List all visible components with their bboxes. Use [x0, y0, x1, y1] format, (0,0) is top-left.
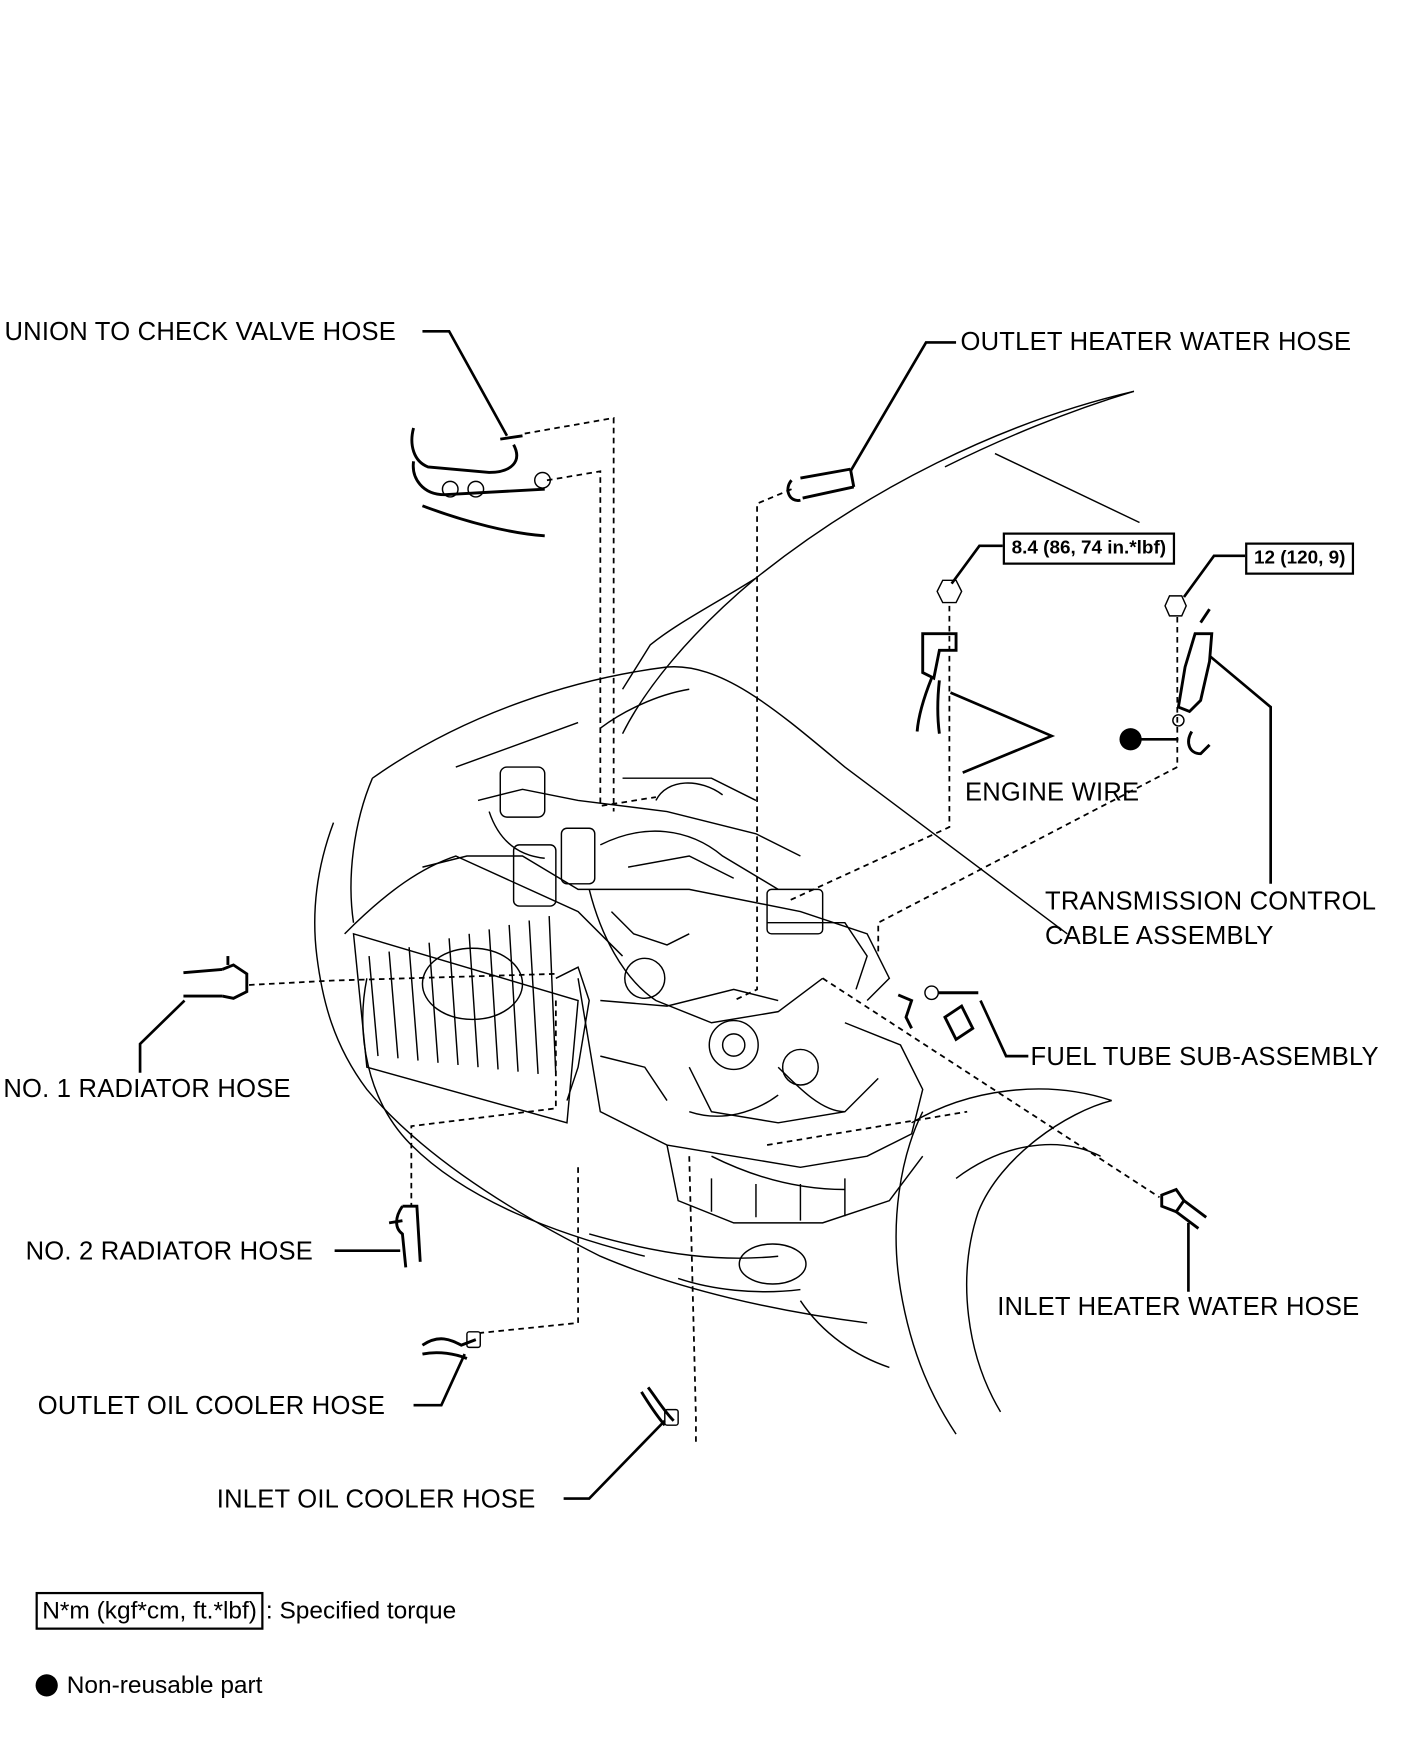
hex-nut-icon — [1164, 595, 1187, 617]
filled-circle-icon — [35, 1674, 58, 1697]
label-no2-radiator-hose: NO. 2 RADIATOR HOSE — [25, 1236, 314, 1266]
hex-nut-icon — [936, 579, 963, 604]
legend-non-reusable: Non-reusable part — [35, 1670, 263, 1700]
inlet-oil-cooler-hose-part — [640, 1386, 679, 1427]
union-check-valve-hose-part — [410, 427, 552, 538]
outlet-oil-cooler-hose-part — [421, 1331, 481, 1360]
inlet-heater-water-hose-part — [1160, 1187, 1208, 1230]
engine-wire-part — [915, 579, 963, 734]
leader-lines — [138, 329, 1273, 1500]
label-outlet-heater-water-hose: OUTLET HEATER WATER HOSE — [960, 326, 1352, 356]
legend-torque: N*m (kgf*cm, ft.*lbf) : Specified torque — [35, 1591, 457, 1630]
non-reusable-marker-icon — [1119, 728, 1142, 751]
label-outlet-oil-cooler-hose: OUTLET OIL COOLER HOSE — [37, 1390, 386, 1420]
legend-non-reusable-text: Non-reusable part — [66, 1670, 263, 1699]
outlet-heater-water-hose-part — [786, 467, 856, 502]
label-fuel-tube: FUEL TUBE SUB-ASSEMBLY — [1030, 1041, 1379, 1071]
vehicle-outline — [314, 390, 1140, 1435]
no1-radiator-hose-part — [183, 956, 249, 1000]
fuel-tube-part — [897, 985, 979, 1042]
legend-torque-text: : Specified torque — [265, 1596, 457, 1625]
torque-spec-cable: 12 (120, 9) — [1245, 542, 1355, 575]
label-union-check-valve-hose: UNION TO CHECK VALVE HOSE — [4, 316, 397, 346]
label-transmission-control-cable-line1: TRANSMISSION CONTROL — [1044, 886, 1377, 915]
label-inlet-oil-cooler-hose: INLET OIL COOLER HOSE — [216, 1484, 536, 1514]
assembly-dashed-lines — [248, 416, 1179, 1446]
torque-spec-engine-wire: 8.4 (86, 74 in.*lbf) — [1002, 532, 1175, 565]
label-transmission-control-cable-line2: CABLE ASSEMBLY — [1044, 920, 1274, 950]
transmission-control-cable-part — [1164, 595, 1214, 756]
label-no1-radiator-hose: NO. 1 RADIATOR HOSE — [3, 1073, 291, 1103]
label-inlet-heater-water-hose: INLET HEATER WATER HOSE — [997, 1291, 1360, 1321]
engine-assembly — [422, 766, 924, 1224]
legend-torque-unit: N*m (kgf*cm, ft.*lbf) — [35, 1591, 264, 1630]
no2-radiator-hose-part — [388, 1204, 422, 1268]
label-engine-wire: ENGINE WIRE — [964, 777, 1140, 806]
